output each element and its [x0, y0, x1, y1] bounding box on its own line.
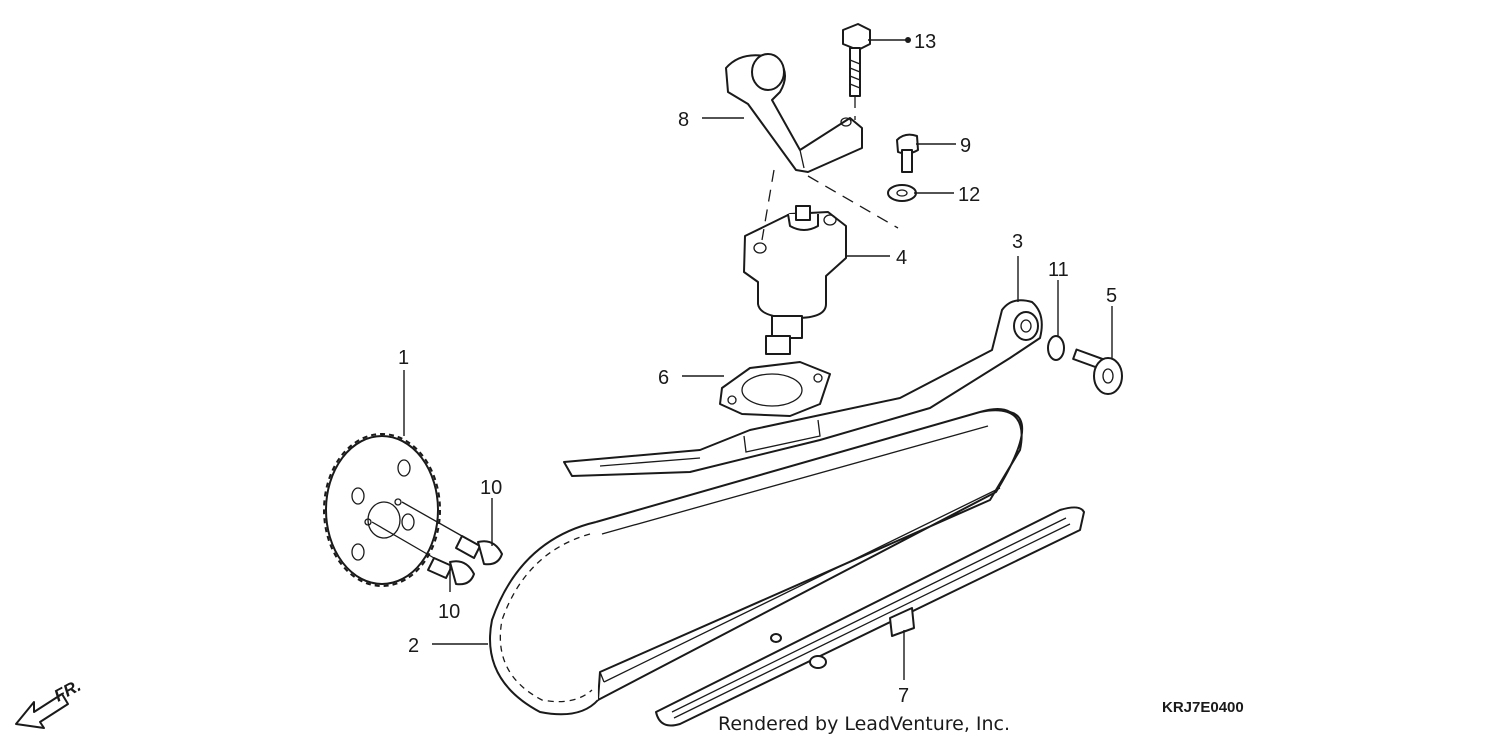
front-direction-indicator: FR. — [15, 676, 84, 729]
part-3-tensioner-arm[interactable] — [563, 299, 1043, 477]
callout-9: 9 — [960, 135, 971, 157]
part-6-gasket[interactable] — [719, 361, 831, 417]
callout-12: 12 — [958, 184, 980, 206]
alignment-line-right — [807, 175, 899, 229]
part-2-cam-chain[interactable] — [489, 408, 1024, 716]
callout-8: 8 — [678, 109, 689, 131]
callout-1: 1 — [398, 347, 409, 369]
part-10-bolt-lower[interactable] — [371, 521, 475, 586]
front-arrow-icon — [15, 693, 69, 729]
alignment-line-left — [761, 169, 775, 241]
part-7-chain-guide[interactable] — [655, 506, 1085, 727]
callout-10-upper: 10 — [480, 477, 502, 499]
part-5-bolt[interactable] — [1072, 348, 1123, 395]
render-credit: Rendered by LeadVenture, Inc. — [718, 713, 1010, 735]
part-12-washer[interactable] — [887, 184, 917, 202]
callout-10-lower: 10 — [438, 601, 460, 623]
callout-4: 4 — [896, 247, 907, 269]
part-4-tensioner[interactable] — [743, 205, 847, 355]
part-13-bolt[interactable] — [842, 23, 871, 97]
callout-2: 2 — [408, 635, 419, 657]
callout-6: 6 — [658, 367, 669, 389]
part-1-cam-sprocket[interactable] — [323, 433, 441, 587]
callout-11: 11 — [1048, 259, 1069, 281]
callout-7: 7 — [898, 685, 909, 707]
callout-5: 5 — [1106, 285, 1117, 307]
part-9-bolt[interactable] — [896, 133, 919, 173]
callout-3: 3 — [1012, 231, 1023, 253]
leader-13-dot — [905, 37, 911, 43]
callout-13: 13 — [914, 31, 936, 53]
diagram-code: KRJ7E0400 — [1162, 699, 1244, 716]
part-8-bracket[interactable] — [725, 53, 863, 173]
part-11-washer[interactable] — [1047, 335, 1065, 361]
part-10-bolt-upper[interactable] — [401, 501, 503, 566]
